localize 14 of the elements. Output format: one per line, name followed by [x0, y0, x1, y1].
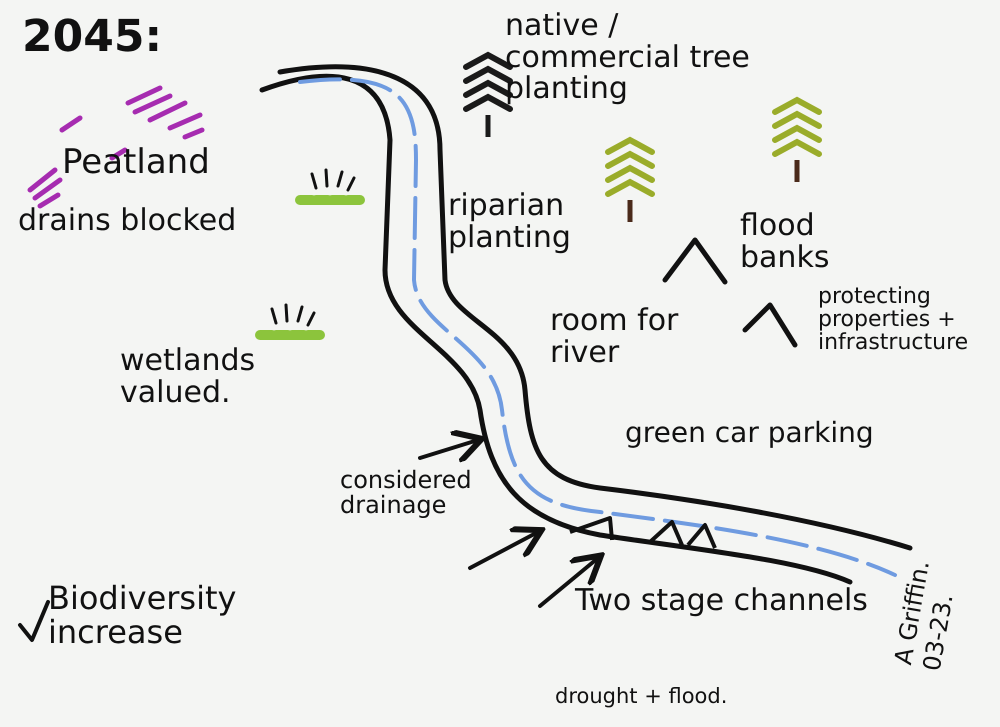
handwritten-note: protecting properties + infrastructure	[818, 285, 970, 354]
handwritten-note: drains blocked	[18, 205, 238, 236]
title: 2045:	[22, 14, 162, 60]
handwritten-note: room for river	[550, 305, 680, 368]
handwritten-note: green car parking	[625, 418, 875, 448]
handwritten-note: drought + flood.	[555, 685, 728, 708]
handwritten-note: flood banks	[740, 210, 830, 273]
handwritten-note: Peatland	[62, 145, 211, 181]
handwritten-note: native / commercial tree planting	[505, 10, 751, 104]
handwritten-note: Biodiversity increase	[48, 582, 238, 650]
handwritten-note: wetlands valued.	[120, 345, 256, 408]
handwritten-note: riparian planting	[448, 190, 572, 253]
handwritten-note: Two stage channels	[575, 585, 869, 616]
handwritten-note: considered drainage	[340, 468, 473, 518]
